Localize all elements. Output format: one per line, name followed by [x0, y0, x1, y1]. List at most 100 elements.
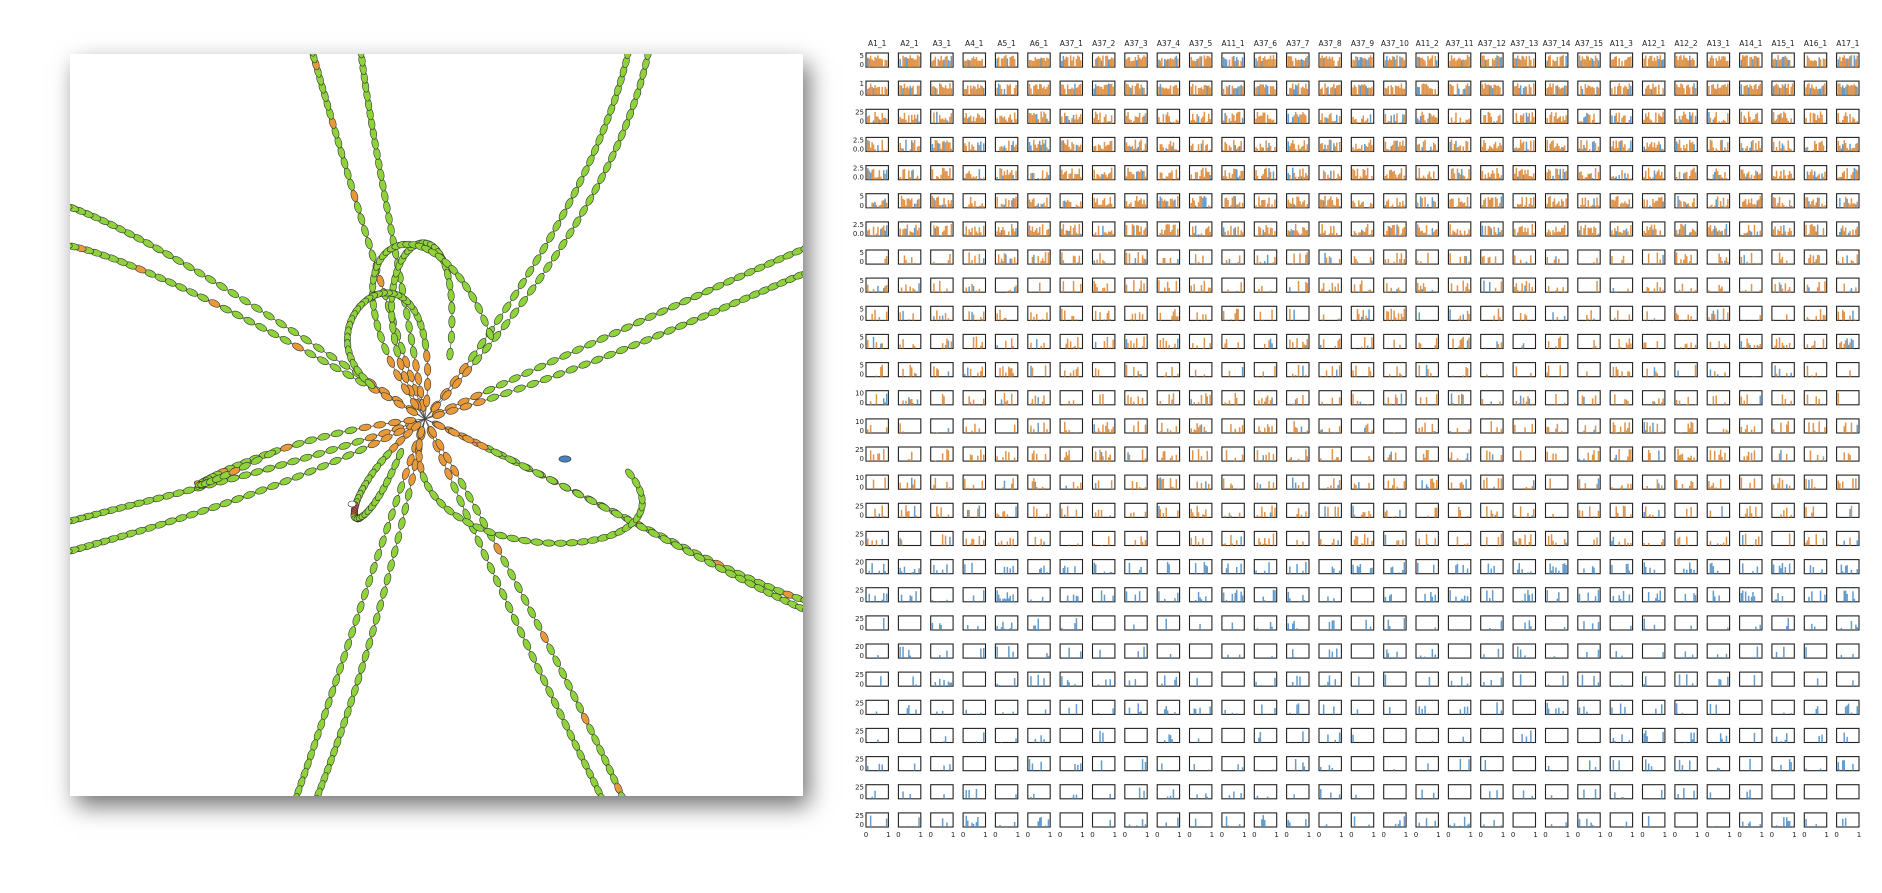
histogram-bar [1497, 206, 1500, 208]
column-title: A11_3 [1610, 39, 1633, 48]
graph-node [656, 307, 669, 316]
histogram-bar [1065, 230, 1067, 236]
histogram-bar [1590, 227, 1592, 236]
histogram-bar [1483, 280, 1485, 293]
histogram-bar [946, 338, 948, 349]
histogram-bar [1040, 260, 1042, 265]
histogram-bar [949, 167, 951, 180]
histogram-bar [1790, 230, 1792, 236]
histogram-bar [1687, 203, 1689, 208]
histogram-bar [1615, 113, 1617, 124]
histogram-bar [996, 313, 998, 321]
histogram-bar [1790, 149, 1792, 152]
histogram-bar [1233, 88, 1235, 96]
histogram-bar [1305, 83, 1307, 96]
histogram-frame [1318, 362, 1342, 378]
histogram-bar [1043, 342, 1045, 349]
histogram-bar [1234, 227, 1236, 236]
histogram-cell [1609, 108, 1634, 124]
histogram-bar [1558, 87, 1560, 96]
histogram-cell [897, 249, 922, 265]
column-title: A37_3 [1124, 39, 1147, 48]
histogram-bar [1325, 88, 1328, 96]
histogram-bar [1645, 170, 1647, 180]
histogram-bar [937, 226, 939, 236]
column-title: A16_1 [1804, 39, 1827, 48]
histogram-bar [1387, 149, 1390, 152]
histogram-bar [1011, 224, 1013, 236]
histogram-bar [1549, 170, 1551, 180]
histogram-frame [1480, 305, 1504, 321]
graph-node [476, 441, 489, 451]
histogram-bar [1072, 316, 1075, 321]
histogram-bar [1144, 176, 1147, 180]
histogram-bar [1230, 177, 1232, 180]
graph-node [364, 433, 378, 442]
histogram-bar [1193, 119, 1195, 124]
histogram-bar [913, 289, 916, 293]
histogram-bar [1483, 256, 1485, 265]
histogram-bar [936, 368, 938, 377]
histogram-bar [1100, 263, 1103, 265]
histogram-bar [1680, 347, 1682, 349]
histogram-bar [1805, 319, 1807, 321]
histogram-bar [1724, 120, 1726, 124]
histogram-bar [1418, 56, 1420, 68]
histogram-bar [1749, 84, 1751, 96]
histogram-bar [1715, 199, 1717, 208]
histogram-cell [1253, 108, 1278, 124]
histogram-bar [1112, 206, 1114, 208]
histogram-bar [1428, 59, 1431, 68]
histogram-bar [1397, 174, 1400, 180]
histogram-bar [1174, 343, 1176, 349]
histogram-bar [1138, 200, 1141, 208]
histogram-bar [1172, 347, 1175, 349]
network-graph[interactable] [70, 54, 803, 796]
histogram-bar [1177, 373, 1179, 377]
histogram-bar [1397, 313, 1400, 321]
histogram-bar [1719, 257, 1722, 265]
histogram-bar [1274, 257, 1276, 265]
histogram-bar [1393, 224, 1395, 236]
histogram-bar [868, 58, 870, 68]
histogram-bar [1261, 84, 1263, 96]
network-graph-panel[interactable] [70, 54, 803, 796]
histogram-bar [1615, 176, 1617, 180]
histogram-bar [1450, 139, 1453, 152]
column-title: A37_4 [1157, 39, 1180, 48]
histogram-bar [977, 372, 979, 377]
histogram-bar [1106, 337, 1109, 349]
histogram-bar [1656, 55, 1659, 68]
histogram-bar [903, 228, 906, 236]
histogram-bar [1756, 171, 1759, 180]
histogram-bar [1112, 178, 1114, 180]
histogram-bar [1265, 206, 1267, 208]
histogram-bar [1190, 202, 1192, 208]
histogram-bar [1106, 283, 1109, 293]
histogram-bar [1133, 280, 1135, 293]
histogram-bar [1403, 175, 1406, 180]
histogram-cell [1739, 193, 1763, 209]
histogram-bar [997, 254, 1000, 265]
histogram-bar [918, 146, 920, 152]
histogram-bar [1753, 175, 1756, 180]
histogram-bar [1596, 86, 1598, 96]
histogram-cell [1027, 80, 1051, 96]
histogram-frame [1836, 305, 1860, 321]
histogram-cell [1609, 333, 1634, 350]
column-title: A37_14 [1543, 39, 1571, 48]
histogram-bar [1158, 200, 1160, 208]
histogram-bar [1614, 115, 1616, 124]
histogram-bar [1069, 55, 1072, 68]
histogram-bar [1227, 86, 1229, 96]
histogram-bar [1812, 112, 1815, 124]
histogram-bar [1337, 150, 1339, 152]
histogram-bar [1362, 115, 1364, 124]
histogram-bar [1136, 83, 1138, 96]
histogram-bar [1143, 229, 1145, 236]
histogram-bar [1744, 118, 1747, 124]
histogram-bar [1619, 140, 1622, 152]
histogram-bar [1466, 83, 1469, 96]
histogram-bar [1078, 56, 1081, 68]
